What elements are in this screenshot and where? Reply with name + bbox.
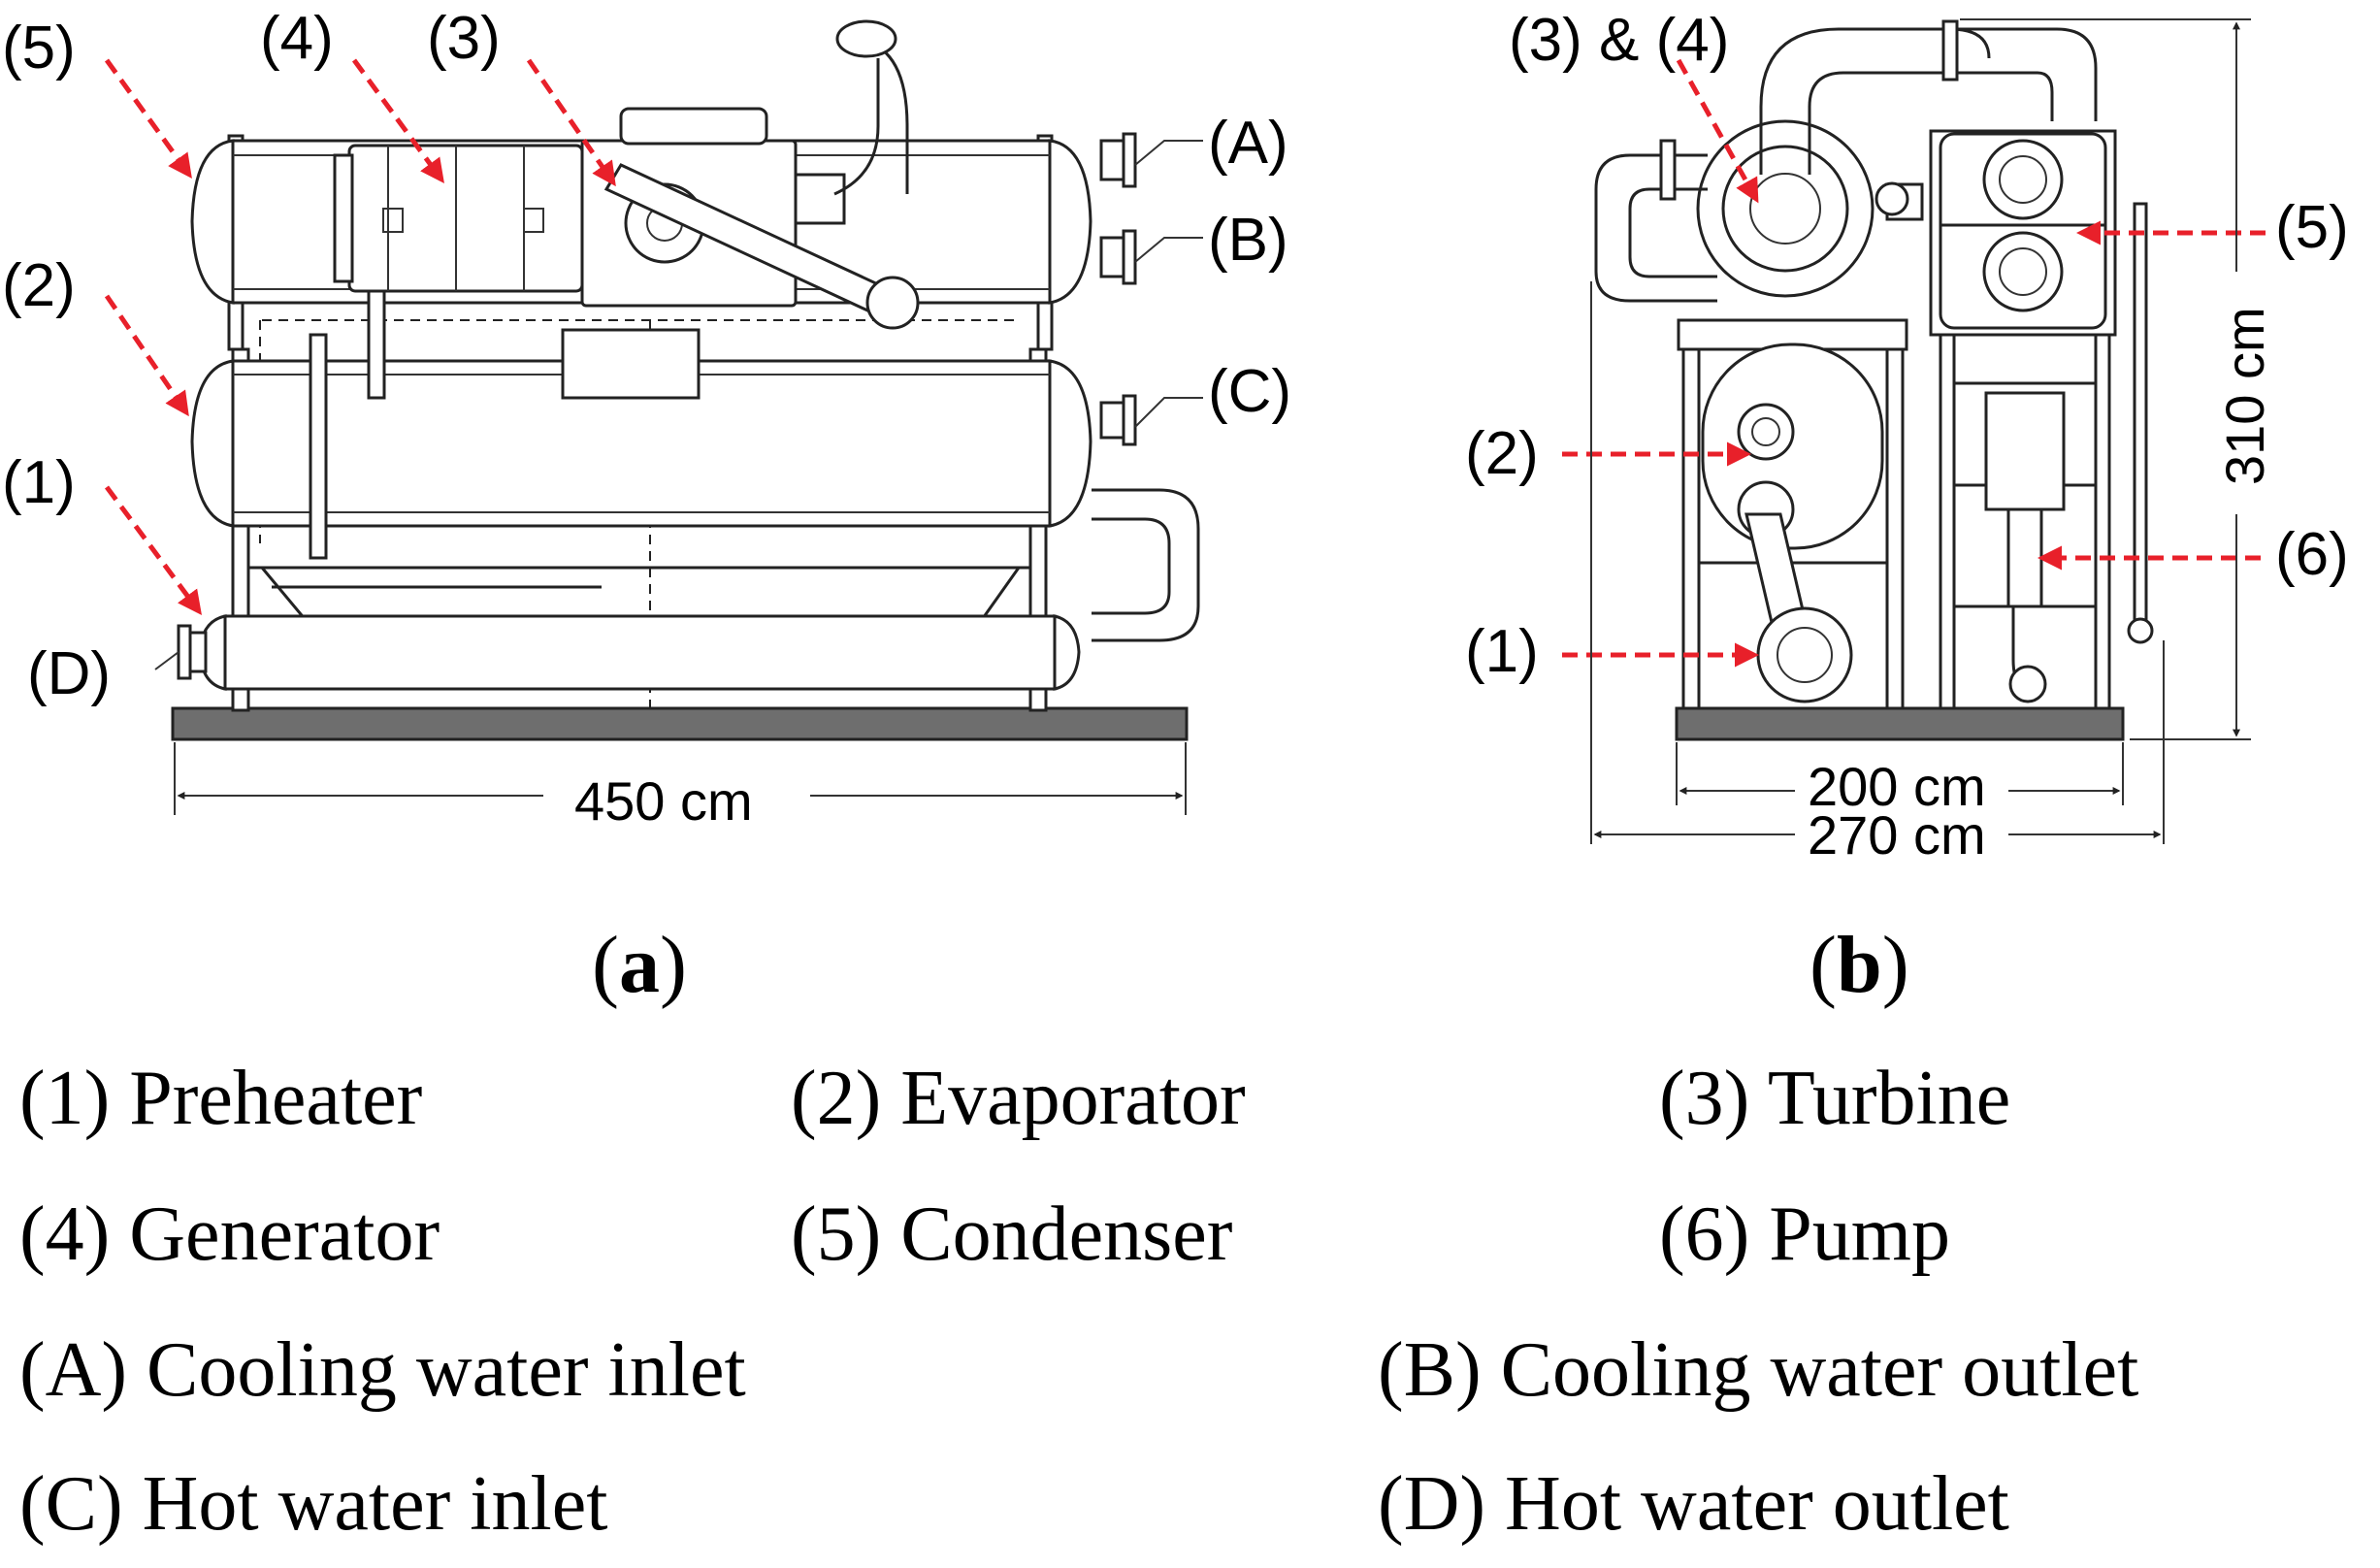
legend-item-preheater: (1) Preheater: [19, 1056, 423, 1141]
legend-item-turbine: (3) Turbine: [1659, 1056, 2011, 1141]
left-pipe-b: [1594, 139, 1717, 303]
legend-item-generator: (4) Generator: [19, 1192, 440, 1277]
caption-a: (a): [592, 920, 687, 1010]
condenser-end-b: [1939, 132, 2107, 330]
label-port-B: (B): [1208, 207, 1288, 274]
height-dimension-b: [1960, 18, 2251, 740]
legend-item-evaporator: (2) Evaporator: [791, 1056, 1246, 1141]
legend-item-cooling-water-inlet: (A) Cooling water inlet: [19, 1327, 746, 1413]
base-plate-b: [1675, 706, 2125, 741]
port-leaders-a: [154, 140, 1203, 670]
legend-item-pump: (6) Pump: [1659, 1192, 1950, 1277]
panel-a-side-view: (5) (4) (3) (2) (1) (A) (B) (C) (D) 450 …: [2, 5, 1291, 1010]
dimension-450cm: 450 cm: [574, 770, 753, 832]
top-pipe-b: [1759, 19, 2098, 175]
label-a-5: (5): [2, 15, 76, 82]
label-b-6: (6): [2275, 521, 2349, 588]
generator-a: [333, 144, 584, 293]
caption-b: (b): [1809, 920, 1909, 1010]
label-a-4: (4): [260, 5, 334, 72]
label-b-3-4: (3) & (4): [1509, 7, 1729, 74]
legend-item-cooling-water-outlet: (B) Cooling water outlet: [1378, 1327, 2139, 1413]
right-post-b: [2127, 202, 2154, 644]
preheater-end-b: [1756, 606, 1853, 703]
width-dimension-a: [174, 742, 1187, 815]
pump-b: [1984, 391, 2066, 703]
legend-item-hot-water-inlet: (C) Hot water inlet: [19, 1461, 608, 1547]
port-flanges-a: [177, 132, 1137, 680]
legend-item-hot-water-outlet: (D) Hot water outlet: [1378, 1461, 2009, 1547]
label-port-A: (A): [1208, 110, 1288, 177]
dimension-200cm: 200 cm: [1808, 756, 1986, 817]
piping-a: [272, 19, 1200, 642]
indicator-arrows-a: [104, 58, 616, 616]
label-b-5: (5): [2275, 194, 2349, 261]
label-a-3: (3): [427, 5, 501, 72]
label-port-C: (C): [1208, 358, 1291, 425]
label-b-1: (1): [1465, 618, 1539, 685]
width-dimensions-b: [1590, 281, 2165, 844]
panel-b-end-view: (3) & (4) (5) (2) (6) (1) 310 cm 200 cm …: [1465, 7, 2349, 1010]
base-plate-a: [171, 706, 1189, 741]
dimension-310cm: 310 cm: [2214, 307, 2275, 485]
label-port-D: (D): [27, 640, 111, 707]
legend-item-condenser: (5) Condenser: [791, 1192, 1233, 1277]
label-b-2: (2): [1465, 420, 1539, 487]
evaporator-end-b: [1701, 343, 1884, 550]
preheater-shell-a: [198, 614, 1081, 691]
label-a-2: (2): [2, 252, 76, 319]
dimension-270cm: 270 cm: [1808, 804, 1986, 866]
label-a-1: (1): [2, 449, 76, 516]
indicator-arrows-b: [1562, 58, 2266, 668]
